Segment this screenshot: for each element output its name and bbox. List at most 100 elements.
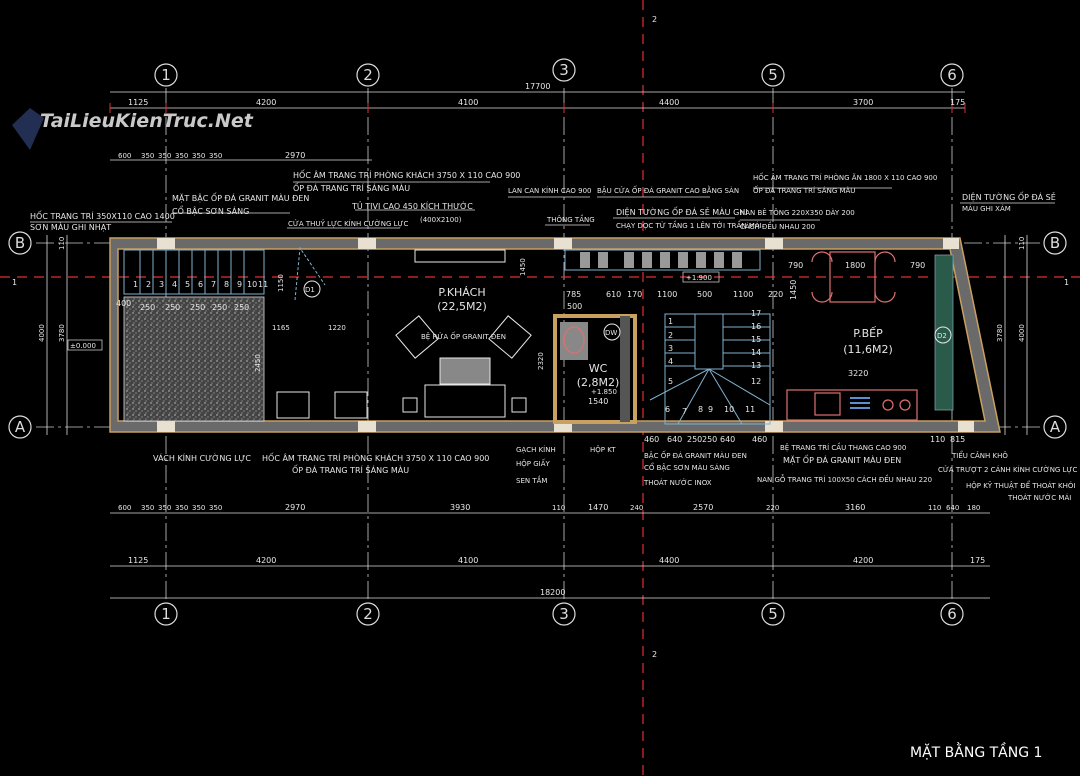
label-dims-bottom-detail-16: 180 — [967, 504, 980, 512]
label-dims-inner-steps-1: 250 — [140, 303, 155, 312]
label-dims-inner-stair-b-1: 640 — [667, 435, 682, 444]
label-notes-n11b: CÁCH ĐỀU NHAU 200 — [740, 221, 815, 231]
label-dims-inner-h2450: 2450 — [254, 354, 262, 372]
label-dims-bottom-detail-9: 1470 — [588, 503, 608, 512]
label-dims-inner-steps-0: 400 — [116, 299, 131, 308]
label-stair2-bottom-1: 7 — [682, 407, 687, 416]
label-notes-b2: HỐC ÂM TRANG TRÍ PHÒNG KHÁCH 3750 X 110 … — [262, 451, 489, 463]
label-dims-inner-stair-b-3: 250 — [702, 435, 717, 444]
label-dims-bottom-detail-2: 350 — [158, 504, 171, 512]
label-grid-cols-1: 2 — [363, 66, 373, 84]
label-dims-bottom-detail-12: 220 — [766, 504, 779, 512]
label-notes-b11: TIỂU CẢNH KHÔ — [951, 450, 1008, 460]
label-notes-n10: HỐC ÂM TRANG TRÍ PHÒNG ĂN 1800 X 110 CAO… — [753, 172, 937, 182]
label-dims-bottom-total: 18200 — [540, 588, 565, 597]
label-dims-top-axis-2: 4100 — [458, 98, 478, 107]
label-dims-inner-wc-3: 1100 — [657, 290, 677, 299]
section-marker-bottom: 2 — [652, 650, 657, 659]
level-ground: ±0.000 — [70, 342, 96, 350]
label-notes-n11: NAN BÊ TÔNG 220X350 DÀY 200 — [740, 208, 855, 217]
label-dims-inner-wc-2: 170 — [627, 290, 642, 299]
label-dims-inner-wc-0: 785 — [566, 290, 581, 299]
label-stair2-right-3: 14 — [751, 348, 761, 357]
label-dims-bottom-detail-11: 2570 — [693, 503, 713, 512]
label-dims-top-stairs-1: 350 — [141, 152, 154, 160]
label-notes-n12b: MÀU GHI XÁM — [962, 204, 1011, 213]
annotations-top: HỐC ÂM TRANG TRÍ PHÒNG KHÁCH 3750 X 110 … — [30, 168, 1056, 233]
label-notes-n5: CỬA THUỶ LỰC KÍNH CƯỜNG LỰC — [288, 219, 409, 228]
label-dims-inner-kitchen-w: 3220 — [848, 369, 868, 378]
label-notes-n2: MẶT BẬC ỐP ĐÁ GRANIT MÀU ĐEN — [172, 191, 309, 204]
label-notes-b8: THOÁT NƯỚC INOX — [643, 478, 712, 487]
label-dims-inner-wall: 110 — [1018, 237, 1026, 250]
label-notes-n9b: CHẠY DỌC TỪ TẦNG 1 LÊN TỚI TRẦN MÁI — [616, 220, 762, 230]
label-tags-d1: D1 — [305, 286, 315, 294]
label-dims-top-stairs-5: 350 — [209, 152, 222, 160]
label-notes-b1: VÁCH KÍNH CƯỜNG LỰC — [153, 452, 251, 463]
note-sink: BỆ RỬA ỐP GRANIT ĐEN — [421, 331, 506, 341]
level-wc: +1.850 — [591, 388, 617, 396]
label-notes-b7b: CỔ BẬC SƠN MÀU SÁNG — [644, 462, 730, 472]
label-grid-rows-0: B — [1050, 234, 1060, 252]
label-grid-cols-0: 1 — [161, 605, 171, 623]
label-dims-inner-steps-2: 250 — [165, 303, 180, 312]
watermark-logo: TaiLieuKienTruc.Net — [12, 108, 254, 150]
label-dims-inner-right-h: 4000 — [1018, 324, 1026, 342]
label-dims-inner-stair-b-2: 250 — [687, 435, 702, 444]
label-rooms-living: P.KHÁCH — [438, 286, 485, 299]
label-dims-inner-h1150: 1150 — [277, 274, 285, 292]
label-notes-b7: BẬC ỐP ĐÁ GRANIT MÀU ĐEN — [644, 450, 747, 460]
label-grid-rows-0: B — [15, 234, 25, 252]
label-stair-numbers-top-8: 9 — [237, 280, 242, 289]
label-rooms-kitchen: P.BẾP — [853, 326, 883, 340]
dimensions-side: 4000 3780 110 4000 3780 110 — [38, 235, 1028, 435]
annotations-bottom: VÁCH KÍNH CƯỜNG LỰC HỐC ÂM TRANG TRÍ PHÒ… — [153, 442, 1077, 502]
label-stair-numbers-top-5: 6 — [198, 280, 203, 289]
label-grid-cols-1: 2 — [363, 605, 373, 623]
label-dims-bottom-detail-14: 110 — [928, 504, 941, 512]
label-dims-bottom-detail-10: 240 — [630, 504, 643, 512]
label-dims-inner-wc-6: 220 — [768, 290, 783, 299]
label-dims-inner-right-b-0: 110 — [930, 435, 945, 444]
section-marker-right: 1 — [1064, 278, 1069, 287]
label-dims-inner-stair-b-5: 460 — [752, 435, 767, 444]
label-rooms-wc-area: (2,8M2) — [577, 376, 620, 389]
label-grid-cols-3: 5 — [768, 66, 778, 84]
label-notes-n2b: CỔ BẬC SƠN SÁNG — [172, 204, 249, 217]
label-notes-n1b: ỐP ĐÁ TRANG TRÍ SÁNG MÀU — [293, 181, 410, 193]
void-railing: +1.900 — [564, 249, 761, 283]
label-tags-dw: DW — [605, 329, 617, 337]
label-notes-n10b: ỐP ĐÁ TRANG TRÍ SÁNG MÀU — [753, 185, 855, 195]
label-stair2-left-4: 5 — [668, 377, 673, 386]
label-stair2-right-1: 16 — [751, 322, 761, 331]
label-grid-cols-4: 6 — [947, 66, 957, 84]
label-dims-inner-wall: 110 — [58, 237, 66, 250]
label-notes-b6: HỘP KT — [590, 445, 616, 454]
label-rooms-living-area: (22,5M2) — [437, 300, 487, 313]
label-grid-cols-0: 1 — [161, 66, 171, 84]
section-marker-left: 1 — [12, 278, 17, 287]
label-stair2-bottom-3: 9 — [708, 405, 713, 414]
label-notes-b4: HỘP GIẤY — [516, 458, 550, 468]
label-dims-inner-wc-5: 1100 — [733, 290, 753, 299]
label-dims-inner-stair-b-0: 460 — [644, 435, 659, 444]
label-dims-inner-steps-4: 250 — [212, 303, 227, 312]
label-dims-bottom-detail-6: 2970 — [285, 503, 305, 512]
label-dims-top-stairs-6: 2970 — [285, 151, 305, 160]
label-notes-n9: DIỆN TƯỜNG ỐP ĐÁ SẺ MÀU GHI — [616, 205, 748, 218]
label-stair-numbers-top-10: 11 — [258, 280, 268, 289]
label-dims-top-stairs-0: 600 — [118, 152, 131, 160]
label-dims-bottom-axis-1: 4200 — [256, 556, 276, 565]
label-grid-cols-2: 3 — [559, 605, 569, 623]
label-dims-top-stairs-3: 350 — [175, 152, 188, 160]
label-notes-b13b: THOÁT NƯỚC MÁI — [1007, 493, 1071, 502]
label-dims-inner-steps-5: 250 — [234, 303, 249, 312]
label-stair2-bottom-0: 6 — [665, 405, 670, 414]
label-dims-bottom-detail-0: 600 — [118, 504, 131, 512]
label-dims-top-axis-0: 1125 — [128, 98, 148, 107]
label-notes-b9b: MẶT ỐP ĐÁ GRANIT MÀU ĐEN — [783, 453, 901, 466]
